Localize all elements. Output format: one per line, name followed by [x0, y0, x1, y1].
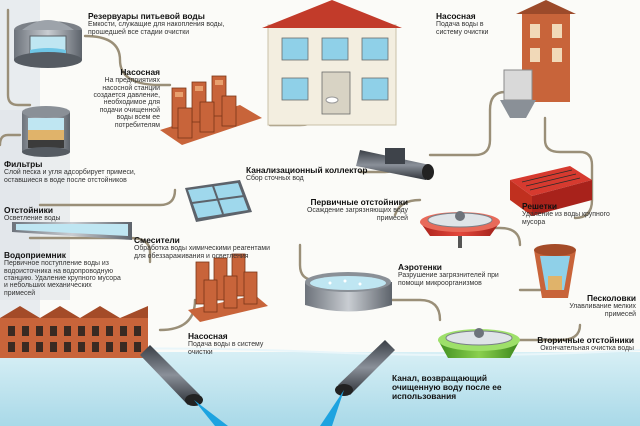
- canal-title: Канал, возвращающий очищенную воду после…: [392, 373, 502, 402]
- pump-station-right-illustration: [500, 0, 576, 118]
- aerotanks-desc: Разрушение загрязнителей при помощи микр…: [398, 272, 499, 287]
- sand-desc: Улавливание мелких примесей: [569, 303, 636, 318]
- pump-right-desc: Подача воды в систему очистки: [436, 21, 489, 36]
- settlers-title: Отстойники: [4, 205, 53, 215]
- pump-bottom-desc: Подача воды в систему очистки: [188, 341, 264, 356]
- secondary-title: Вторичные отстойники: [537, 335, 634, 345]
- settlers-desc: Осветление воды: [4, 215, 61, 223]
- intake-desc: Первичное поступление воды из водоисточн…: [4, 260, 121, 297]
- label-intake: Водоприемник Первичное поступление воды …: [4, 250, 122, 297]
- pump-left-title: Насосная: [120, 67, 160, 77]
- label-grates: Решетки Удаление из воды крупного мусора: [522, 201, 612, 226]
- primary-desc: Осаждение загрязняющих воду примесей: [307, 207, 408, 222]
- aerotank-illustration: [305, 272, 392, 312]
- label-canal: Канал, возвращающий очищенную воду после…: [392, 373, 532, 402]
- grates-title: Решетки: [522, 201, 558, 211]
- pump-bottom-title: Насосная: [188, 331, 228, 341]
- settler-illustration: [12, 222, 132, 240]
- reservoir-illustration: [14, 20, 82, 68]
- secondary-settler-illustration: [438, 328, 520, 358]
- label-pump-bottom: Насосная Подача воды в систему очистки: [188, 331, 268, 356]
- filter-illustration: [22, 106, 70, 157]
- label-settlers: Отстойники Осветление воды: [4, 205, 114, 223]
- pump-station-bottom-illustration: [188, 253, 268, 322]
- sewer-collector-illustration: [356, 148, 434, 180]
- secondary-desc: Окончательная очистка воды: [540, 345, 634, 353]
- label-aerotanks: Аэротенки Разрушение загрязнителей при п…: [398, 262, 518, 287]
- label-filters: Фильтры Слой песка и угля адсорбирует пр…: [4, 159, 164, 184]
- label-reservoirs: Резервуары питьевой воды Емкости, служащ…: [88, 11, 263, 36]
- sewer-desc: Сбор сточных вод: [246, 175, 304, 183]
- house-illustration: [262, 0, 402, 126]
- filters-title: Фильтры: [4, 159, 43, 169]
- label-primary: Первичные отстойники Осаждение загрязняю…: [288, 197, 408, 222]
- label-sand: Песколовки Улавливание мелких примесей: [548, 293, 636, 318]
- pump-station-left-illustration: [160, 75, 262, 145]
- pump-right-title: Насосная: [436, 11, 476, 21]
- sand-title: Песколовки: [586, 293, 636, 303]
- grates-desc: Удаление из воды крупного мусора: [522, 211, 610, 226]
- filters-desc: Слой песка и угля адсорбирует примеси, о…: [4, 169, 136, 184]
- mixers-title: Смесители: [134, 235, 180, 245]
- intake-title: Водоприемник: [4, 250, 66, 260]
- intake-factory-illustration: [0, 306, 148, 358]
- primary-settler-illustration: [420, 211, 500, 248]
- aerotanks-title: Аэротенки: [398, 262, 442, 272]
- reservoirs-title: Резервуары питьевой воды: [88, 11, 205, 21]
- mixer-illustration: [185, 180, 252, 222]
- pump-left-desc: На предприятиях насосной станции создает…: [93, 77, 160, 129]
- reservoirs-desc: Емкости, служащие для накопления воды, п…: [88, 21, 225, 36]
- label-secondary: Вторичные отстойники Окончательная очист…: [512, 335, 634, 353]
- river: [0, 352, 640, 426]
- sand-catcher-illustration: [534, 244, 576, 298]
- label-sewer: Канализационный коллектор Сбор сточных в…: [246, 165, 376, 183]
- mixers-desc: Обработка воды химическими реагентами дл…: [134, 245, 270, 260]
- grates-illustration: [510, 166, 592, 216]
- label-pump-right: Насосная Подача воды в систему очистки: [436, 11, 508, 36]
- label-mixers: Смесители Обработка воды химическими реа…: [134, 235, 274, 260]
- sewer-title: Канализационный коллектор: [246, 165, 368, 175]
- label-pump-left: Насосная На предприятиях насосной станци…: [86, 67, 160, 129]
- canal-pipe-illustration: [320, 340, 395, 426]
- intake-pipe-illustration: [140, 345, 228, 426]
- primary-title: Первичные отстойники: [310, 197, 408, 207]
